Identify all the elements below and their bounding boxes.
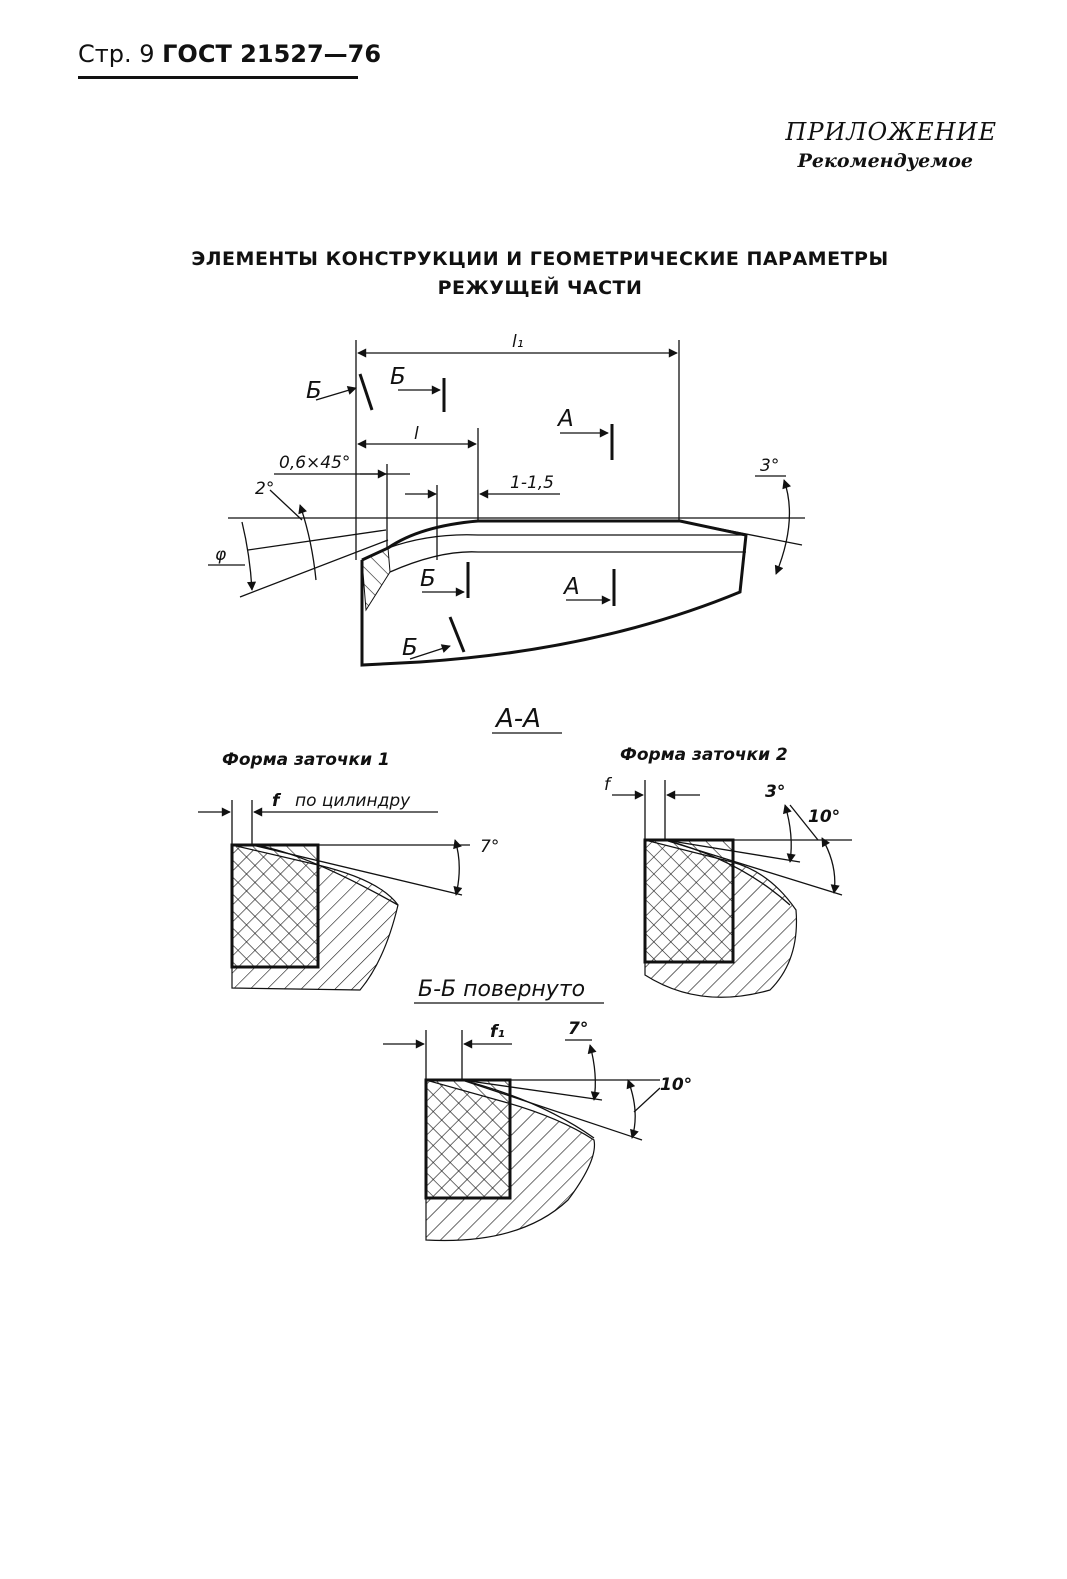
section-bb-angle7: 7° xyxy=(568,1019,588,1039)
angle-phi-arc xyxy=(241,521,257,591)
section-bb-angle10: 10° xyxy=(660,1075,692,1095)
form-1-angle: 7° xyxy=(480,837,499,857)
section-b-label-2: Б xyxy=(390,364,406,390)
angle-2-line xyxy=(247,529,387,551)
form-2-f: f xyxy=(604,775,613,795)
form-2-angle3: 3° xyxy=(765,782,785,802)
header-rule xyxy=(78,76,358,79)
form-2-angle3-arc xyxy=(782,804,796,863)
standard-number: ГОСТ 21527—76 xyxy=(162,40,382,68)
form-1-angle-arc xyxy=(453,839,463,896)
section-bb-title: Б-Б повернуто xyxy=(418,977,585,1002)
angle-phi-label: φ xyxy=(215,545,227,565)
form-2-angle10-arc xyxy=(821,837,840,894)
form-2-insert xyxy=(643,838,735,964)
form-2: Форма заточки 2 3° 10° f xyxy=(604,745,852,998)
form-1-note: по цилиндру xyxy=(295,791,411,811)
page-number: Стр. 9 xyxy=(78,40,155,68)
form-2-angle10: 10° xyxy=(808,807,840,827)
section-b-mark-1 xyxy=(358,373,374,411)
page-header: Стр. 9 ГОСТ 21527—76 xyxy=(78,40,381,68)
section-aa-title: А-А xyxy=(494,704,541,734)
heading-line-1: ЭЛЕМЕНТЫ КОНСТРУКЦИИ И ГЕОМЕТРИЧЕСКИЕ ПА… xyxy=(191,248,889,270)
chamfer-hatch xyxy=(361,547,391,612)
tool-body-outline xyxy=(360,519,748,667)
appendix-title: ПРИЛОЖЕНИЕ xyxy=(785,118,997,146)
angle-2-leader xyxy=(269,489,303,521)
form-1-f: f xyxy=(272,791,282,811)
angle-3-line xyxy=(679,520,803,546)
angle-3-label: 3° xyxy=(760,456,779,476)
section-bb-angle7-arc xyxy=(587,1044,600,1101)
section-a-label-2: А xyxy=(562,574,580,600)
section-bb-f1: f₁ xyxy=(490,1022,505,1042)
section-b-arrow-4 xyxy=(409,644,451,660)
form-2-angle10-line xyxy=(664,839,843,896)
section-bb-angle10-leader xyxy=(633,1087,661,1113)
angle-3-arc xyxy=(774,479,791,575)
angle-2-label: 2° xyxy=(255,479,274,499)
form-1-edge xyxy=(251,844,399,906)
dim-l-label: l xyxy=(414,424,419,444)
edge-band-line xyxy=(387,534,746,549)
form-1: Форма заточки 1 7° f по цилиндру xyxy=(198,750,499,991)
form-2-label: Форма заточки 2 xyxy=(620,745,788,765)
main-view: l₁ l 0,6×45° 1-1,5 2° φ xyxy=(208,332,805,667)
section-bb-insert xyxy=(424,1078,512,1200)
section-a-label-1: А xyxy=(556,406,574,432)
form-2-angle10-leader xyxy=(789,804,819,841)
appendix-subtitle: Рекомендуемое xyxy=(797,150,973,172)
section-bb: Б-Б повернуто 7° 10° f₁ xyxy=(383,977,692,1242)
form-1-angle-line xyxy=(251,844,463,896)
dim-l1-label: l₁ xyxy=(512,332,524,352)
section-b-label-3: Б xyxy=(420,566,436,592)
dim-chamfer-label: 0,6×45° xyxy=(279,453,350,473)
dim-land-label: 1-1,5 xyxy=(510,473,554,493)
edge-band-line-2 xyxy=(389,551,746,573)
form-1-label: Форма заточки 1 xyxy=(222,750,390,770)
section-bb-angle10-line xyxy=(461,1079,643,1141)
form-1-insert xyxy=(230,843,320,969)
heading-line-2: РЕЖУЩЕЙ ЧАСТИ xyxy=(437,277,643,299)
section-b-label-1: Б xyxy=(306,378,322,404)
section-bb-angle10-arc xyxy=(626,1079,639,1139)
angle-2-arc xyxy=(298,504,317,581)
section-bb-angle7-line xyxy=(461,1079,603,1101)
section-b-label-4: Б xyxy=(402,635,418,661)
section-b-arrow-1 xyxy=(315,385,357,401)
form-2-angle3-line xyxy=(664,839,801,863)
angle-phi-line xyxy=(239,539,389,598)
section-b-mark-4 xyxy=(448,616,466,653)
